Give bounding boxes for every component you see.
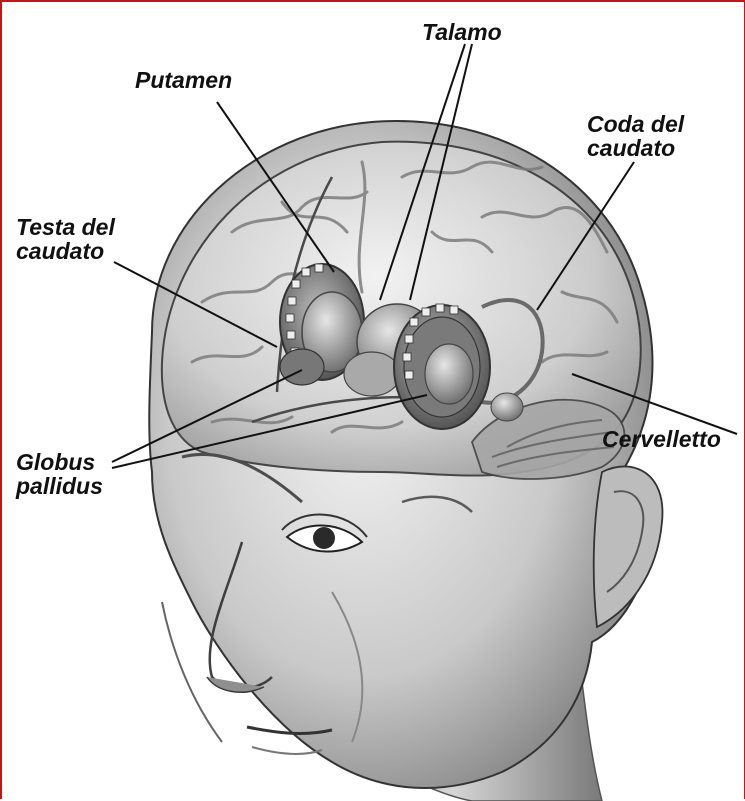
label-globus-pallidus: Globus pallidus [16,450,103,498]
label-coda-del-caudato: Coda del caudato [587,112,684,160]
amygdala [491,393,523,421]
globus-pallidus-core [425,344,473,404]
ear [594,466,663,627]
label-talamo: Talamo [422,20,502,44]
label-putamen: Putamen [135,68,232,92]
label-cervelletto: Cervelletto [602,427,721,451]
label-testa-del-caudato: Testa del caudato [16,215,115,263]
